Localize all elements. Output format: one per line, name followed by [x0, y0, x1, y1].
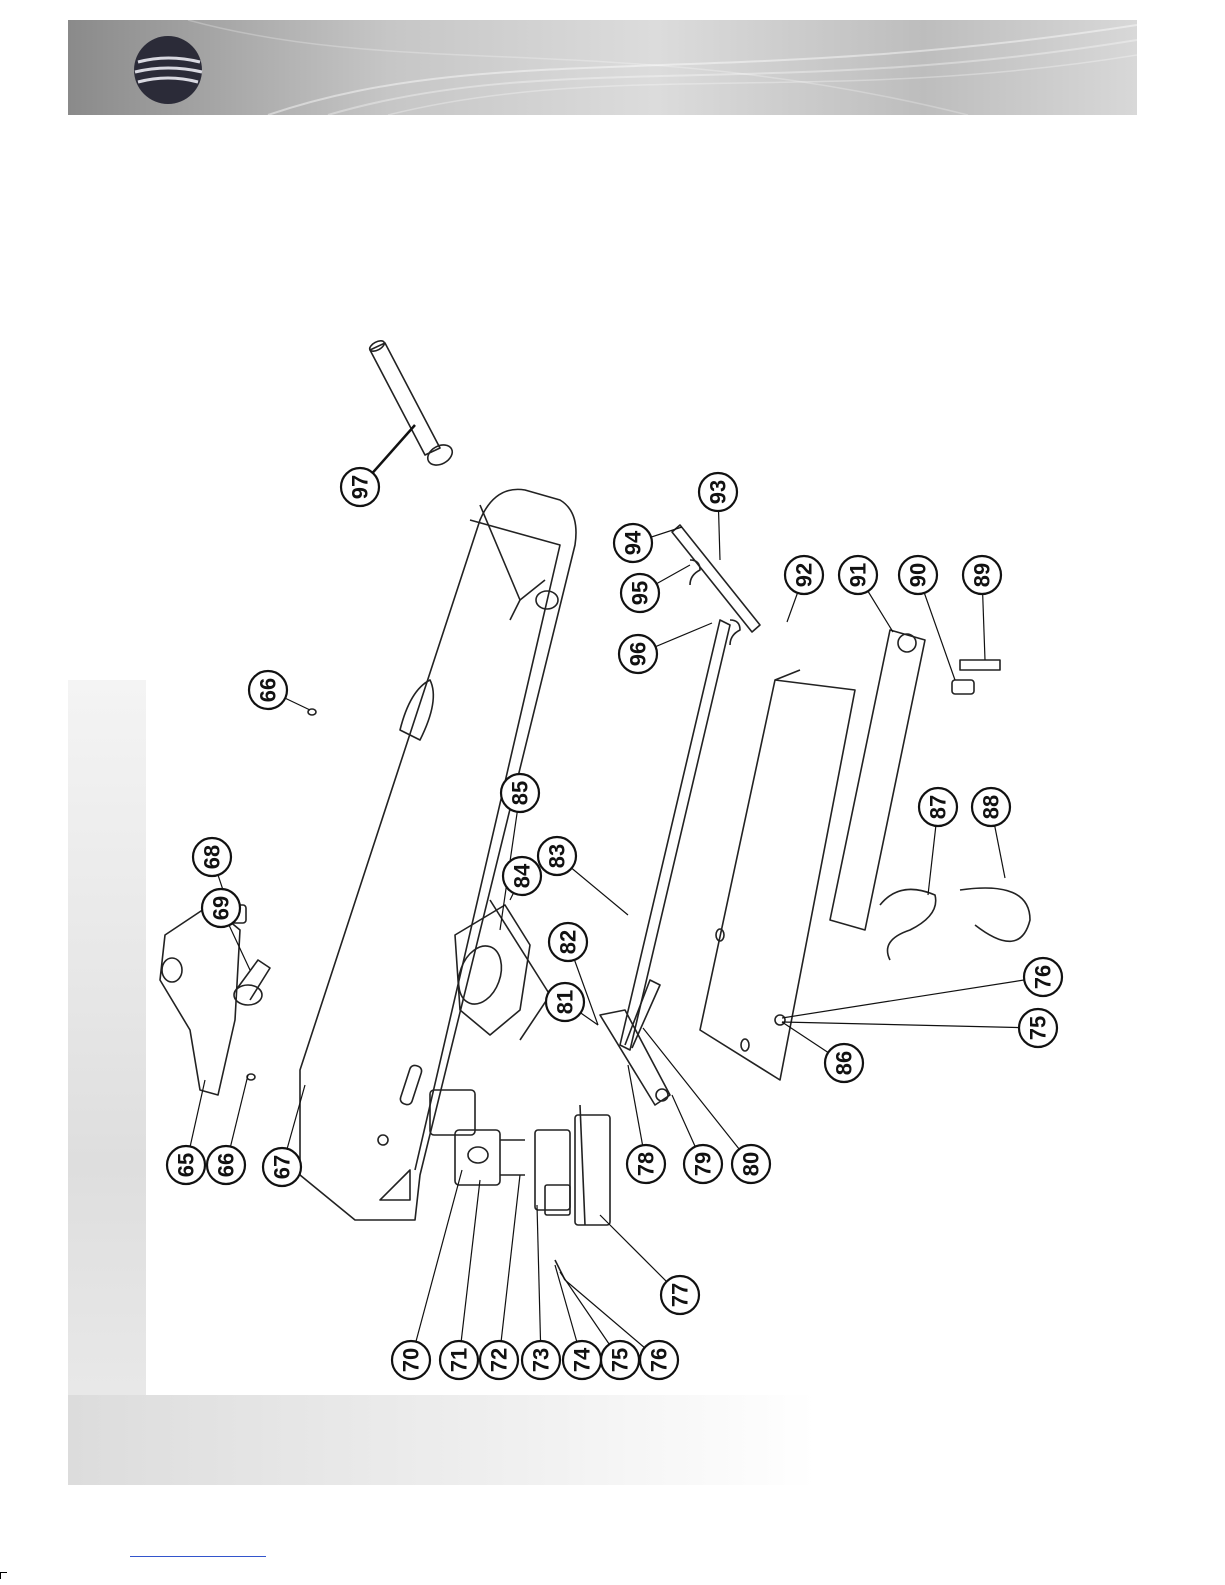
arm-91: [830, 630, 925, 930]
diagram-canvas: 97 66 68 69 85 84 83 82 81 94 93 95 96 92 91 90 89 87 88 76…: [146, 120, 1146, 1395]
callout-91: 91: [839, 556, 893, 632]
callout-number: 78: [634, 1152, 659, 1176]
callout-number: 89: [970, 563, 995, 587]
callout-number: 90: [906, 563, 931, 587]
callout-72: 72: [480, 1175, 520, 1379]
boom-frame-67: [300, 489, 576, 1220]
callout-number: 80: [739, 1152, 764, 1176]
header-swoosh: [68, 20, 1137, 115]
callout-number: 77: [668, 1283, 693, 1307]
callout-number: 93: [706, 480, 731, 504]
crossbar-94-96: [672, 525, 760, 645]
callout-79: 79: [672, 1095, 722, 1183]
callout-number: 83: [545, 844, 570, 868]
lever-78-80: [600, 980, 670, 1105]
callout-66: 66: [207, 1075, 248, 1184]
callout-number: 86: [832, 1051, 857, 1075]
strap-88: [960, 888, 1030, 941]
callout-number: 88: [979, 795, 1004, 819]
bolt-89-spacer-90: [952, 660, 1000, 694]
callout-83: 83: [538, 837, 628, 915]
callout-75: 75: [782, 1009, 1057, 1047]
callout-77: 77: [600, 1215, 699, 1314]
callout-number: 91: [846, 563, 871, 587]
callout-number: 97: [348, 475, 373, 499]
callout-73: 73: [522, 1205, 560, 1379]
callout-95: 95: [621, 565, 690, 612]
callout-number: 81: [553, 990, 578, 1014]
callout-76: 76: [782, 958, 1062, 1018]
callout-number: 73: [529, 1348, 554, 1372]
callout-71: 71: [440, 1180, 480, 1379]
callout-97: 97: [341, 425, 415, 506]
callout-number: 72: [487, 1348, 512, 1372]
side-decoration: [68, 680, 146, 1485]
callout-number: 69: [209, 896, 234, 920]
callout-leader: [499, 1175, 520, 1360]
callout-leader: [643, 1028, 751, 1164]
rod-83: [620, 620, 730, 1050]
hook-87: [880, 889, 936, 960]
callout-number: 87: [926, 795, 951, 819]
callout-number: 76: [647, 1348, 672, 1372]
callout-66: 66: [249, 671, 310, 710]
callout-90: 90: [899, 556, 955, 680]
callout-number: 65: [174, 1153, 199, 1177]
callout-leader: [459, 1180, 480, 1360]
pin-66-bottom: [247, 1074, 255, 1080]
callout-92: 92: [785, 556, 823, 622]
callout-number: 70: [399, 1348, 424, 1372]
callout-number: 71: [447, 1348, 472, 1372]
callout-number: 66: [214, 1153, 239, 1177]
callout-84: 84: [503, 857, 541, 900]
header-banner: [68, 20, 1137, 115]
callout-leader: [782, 977, 1043, 1018]
bolt-97: [368, 339, 456, 469]
callout-number: 75: [1026, 1016, 1051, 1040]
callout-number: 84: [510, 863, 535, 888]
callout-number: 76: [1031, 965, 1056, 989]
callout-number: 94: [621, 530, 646, 555]
actuator-73-77: [535, 1105, 610, 1280]
cover-65: [160, 905, 240, 1095]
callout-69: 69: [202, 889, 250, 970]
callout-number: 79: [691, 1152, 716, 1176]
callout-number: 68: [200, 845, 225, 869]
sphere-logo-icon: [128, 32, 208, 112]
callout-96: 96: [619, 623, 712, 673]
bottom-decoration: [68, 1395, 1137, 1485]
callout-number: 67: [270, 1155, 295, 1179]
callout-number: 75: [608, 1348, 633, 1372]
callout-number: 66: [256, 678, 281, 702]
fitting-69: [234, 960, 270, 1005]
footer-mark: [0, 1572, 7, 1579]
callout-86: 86: [782, 1022, 863, 1082]
motor-84-85: [451, 900, 550, 1040]
callout-67: 67: [263, 1085, 305, 1186]
footer-link-underline[interactable]: [130, 1556, 266, 1557]
callout-number: 95: [628, 581, 653, 605]
callout-88: 88: [972, 788, 1010, 878]
callout-leader: [537, 1205, 541, 1360]
callout-89: 89: [963, 556, 1001, 660]
callout-93: 93: [699, 473, 737, 560]
clamp-70-71: [430, 1090, 525, 1185]
plate-92: [700, 670, 855, 1080]
callout-87: 87: [919, 788, 957, 895]
callout-94: 94: [614, 524, 682, 562]
callout-number: 96: [626, 642, 651, 666]
callout-labels: 97 66 68 69 85 84 83 82 81 94 93 95 96 92 91 90 89 87 88 76…: [167, 425, 1062, 1379]
callout-number: 85: [508, 781, 533, 805]
callout-number: 82: [556, 930, 581, 954]
callout-number: 92: [792, 563, 817, 587]
exploded-parts-diagram: 97 66 68 69 85 84 83 82 81 94 93 95 96 92 91 90 89 87 88 76…: [146, 120, 1146, 1395]
callout-leader: [411, 1170, 462, 1360]
callout-78: 78: [627, 1065, 665, 1183]
callout-65: 65: [167, 1080, 205, 1184]
callout-number: 74: [570, 1347, 595, 1372]
callout-leader: [782, 1022, 1038, 1028]
